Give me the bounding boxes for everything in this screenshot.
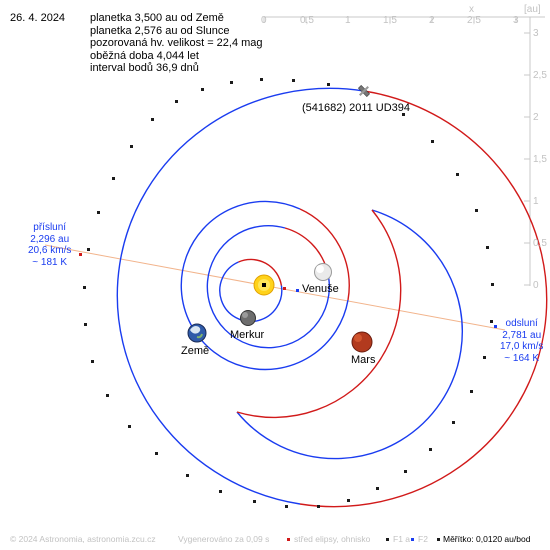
aphelion-title: odsluní — [505, 318, 538, 329]
info-earth-distance: planetka 3,500 au od Země — [90, 12, 224, 24]
footer-f2-marker — [411, 538, 414, 541]
perihelion-distance: 2,296 au — [30, 233, 70, 245]
x-axis — [263, 16, 545, 23]
asteroid-orbit — [116, 87, 548, 508]
earth-orbit — [180, 200, 350, 371]
x-tick-label: 2 — [429, 15, 435, 26]
x-tick-label: 1 — [345, 15, 351, 26]
ellipse-markers — [283, 287, 299, 292]
aphelion-distance: 2,781 au — [502, 329, 542, 341]
perihelion-temp: ~ 181 K — [32, 256, 68, 268]
x-tick-label: 2,5 — [467, 15, 481, 26]
earth-label: Země — [181, 345, 210, 357]
asteroid-icon — [357, 84, 371, 98]
mercury-icon — [240, 310, 256, 326]
x-tick-label: 0,5 — [300, 15, 314, 26]
y-tick-label: 3 — [533, 28, 539, 39]
earth-icon — [187, 323, 207, 343]
asteroid-orbit-points — [83, 78, 494, 508]
footer-f1: F1 a — [393, 534, 411, 544]
footer-scale: Měřítko: 0,0120 au/bod — [443, 534, 531, 544]
axis-unit: [au] — [524, 4, 541, 15]
perihelion-speed: 20,6 km/s — [28, 245, 72, 256]
x-tick-label: 1,5 — [383, 15, 397, 26]
footer-copyright: © 2024 Astronomia, astronomia.zcu.cz — [10, 534, 156, 544]
asteroid-label: (541682) 2011 UD394 — [302, 102, 411, 114]
aphelion-marker — [494, 325, 497, 328]
venus-label: Venuše — [302, 283, 339, 295]
venus-icon — [314, 263, 332, 281]
perihelion-title: přísluní — [33, 222, 67, 233]
aphelion-info: odsluní 2,781 au 17,0 km/s ~ 164 K — [500, 318, 543, 364]
y-tick-label: 2,5 — [533, 70, 547, 81]
mars-icon — [351, 331, 373, 353]
x-axis-ticks — [263, 17, 517, 23]
y-tick-label: 1 — [533, 196, 539, 207]
info-sun-distance: planetka 2,576 au od Slunce — [90, 24, 230, 37]
footer-generated: Vygenerováno za 0,09 s — [178, 534, 270, 544]
y-tick-label: 2 — [533, 112, 539, 123]
perihelion-info: přísluní 2,296 au 20,6 km/s ~ 181 K — [28, 222, 71, 268]
mars-orbit — [236, 209, 463, 460]
date-label: 26. 4. 2024 — [10, 12, 66, 24]
footer-f2: F2 — [418, 534, 428, 544]
aphelion-speed: 17,0 km/s — [500, 341, 544, 352]
y-axis-ticks — [524, 32, 530, 286]
footer-center-marker — [287, 538, 290, 541]
info-interval: interval bodů 36,9 dnů — [90, 62, 199, 75]
footer-scale-marker — [437, 538, 440, 541]
apsis-line — [44, 244, 506, 331]
sun-icon — [253, 274, 275, 296]
x-tick-label: 3 — [513, 15, 519, 26]
y-tick-label: 0,5 — [533, 238, 547, 249]
info-period: oběžná doba 4,044 let — [90, 49, 199, 62]
planet-orbits — [180, 200, 463, 460]
aphelion-temp: ~ 164 K — [504, 352, 540, 364]
perihelion-marker — [79, 253, 82, 256]
info-block: planetka 3,500 au od Země planetka 2,576… — [90, 12, 263, 75]
x-tick-label: 0 — [261, 15, 267, 26]
y-tick-label: 1,5 — [533, 154, 547, 165]
mars-label: Mars — [351, 354, 376, 366]
y-axis — [524, 17, 531, 286]
footer-center: střed elipsy, ohnisko — [294, 534, 371, 544]
footer-f1-marker — [386, 538, 389, 541]
y-tick-label: 0 — [533, 280, 539, 291]
x-axis-label: x — [469, 4, 474, 15]
info-magnitude: pozorovaná hv. velikost = 22,4 mag — [90, 37, 263, 50]
mercury-label: Merkur — [230, 329, 265, 341]
mercury-orbit — [219, 258, 283, 323]
